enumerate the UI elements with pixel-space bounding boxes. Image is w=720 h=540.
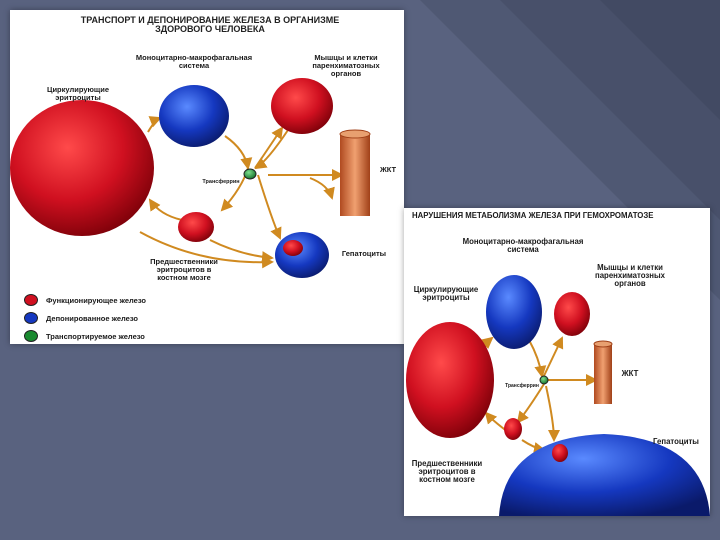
- label-gi-tract: ЖКТ: [616, 370, 644, 378]
- precursors-node: [178, 212, 214, 242]
- muscles-cells-node: [554, 292, 590, 336]
- hemochromatosis-diagram-title: НАРУШЕНИЯ МЕТАБОЛИЗМА ЖЕЛЕЗА ПРИ ГЕМОХРО…: [412, 212, 702, 220]
- circulating-erythrocytes-node: [10, 100, 154, 236]
- legend-functioning-iron: Функционирующее железо: [24, 294, 146, 306]
- arrow-monocyte-to-transferrin: [225, 136, 248, 168]
- label-transferrin: Трансферрин: [502, 384, 542, 389]
- label-hepatocytes: Гепатоциты: [332, 250, 396, 258]
- label-precursors: Предшественники эритроцитов в костном мо…: [134, 258, 234, 282]
- arrow-precursors-to-rbc: [150, 200, 182, 220]
- gi-tract-node: [594, 344, 612, 404]
- label-transferrin: Трансферрин: [196, 180, 246, 186]
- arrow-muscles-to-transferrin: [256, 130, 288, 168]
- healthy-diagram-title: ТРАНСПОРТ И ДЕПОНИРОВАНИЕ ЖЕЛЕЗА В ОРГАН…: [50, 16, 370, 35]
- hepatocyte-iron-node: [552, 444, 568, 462]
- arrow-transferrin-to-hepatocytes: [258, 175, 280, 238]
- legend-deposited-iron-text: Депонированное железо: [46, 314, 138, 323]
- arrow-gi-loss: [310, 178, 332, 198]
- hepatocyte-iron-node: [283, 240, 303, 256]
- arrow-transferrin-to-muscles: [255, 128, 282, 168]
- circulating-erythrocytes-node: [406, 322, 494, 438]
- arrow-rbc-to-monocyte: [148, 118, 160, 132]
- legend-functioning-iron-text: Функционирующее железо: [46, 296, 146, 305]
- arrow-precursors-to-hepatocytes: [210, 240, 272, 258]
- label-circulating-erythrocytes: Циркулирующие эритроциты: [30, 86, 126, 102]
- muscles-cells-node: [271, 78, 333, 134]
- monocyte-system-node: [486, 275, 542, 349]
- transferrin-node: [540, 376, 548, 384]
- hemochromatosis-iron-diagram: НАРУШЕНИЯ МЕТАБОЛИЗМА ЖЕЛЕЗА ПРИ ГЕМОХРО…: [404, 208, 710, 516]
- transferrin-node: [244, 169, 256, 179]
- legend-deposited-iron: Депонированное железо: [24, 312, 138, 324]
- arrow-transferrin-to-precursors: [518, 384, 544, 422]
- label-muscles-cells: Мышцы и клетки паренхиматозных органов: [296, 54, 396, 78]
- hemochromatosis-arrows: [480, 338, 596, 450]
- label-precursors: Предшественники эритроцитов в костном мо…: [406, 460, 488, 485]
- gi-tract-top: [594, 341, 612, 347]
- legend-transported-iron-text: Транспортируемое железо: [46, 332, 145, 341]
- label-monocyte-system: Моноцитарно-макрофагальная система: [114, 54, 274, 70]
- arrow-monocyte-to-transferrin: [529, 340, 542, 376]
- label-hepatocytes: Гепатоциты: [646, 438, 706, 446]
- label-gi-tract: ЖКТ: [374, 166, 402, 174]
- arrow-transferrin-to-muscles: [542, 338, 562, 380]
- label-muscles-cells: Мышцы и клетки паренхиматозных органов: [580, 264, 680, 289]
- arrow-transferrin-to-hepatocytes: [546, 386, 554, 440]
- monocyte-system-node: [159, 85, 229, 147]
- gi-tract-node: [340, 134, 370, 216]
- hepatocytes-node: [275, 232, 329, 278]
- green-circle-icon: [24, 330, 38, 342]
- precursors-node: [504, 418, 522, 440]
- red-circle-icon: [24, 294, 38, 306]
- gi-tract-top: [340, 130, 370, 138]
- hepatocytes-node: [499, 434, 710, 516]
- label-circulating-erythrocytes: Циркулирующие эритроциты: [406, 286, 486, 302]
- healthy-iron-transport-diagram: ТРАНСПОРТ И ДЕПОНИРОВАНИЕ ЖЕЛЕЗА В ОРГАН…: [10, 10, 404, 344]
- legend-transported-iron: Транспортируемое железо: [24, 330, 145, 342]
- blue-circle-icon: [24, 312, 38, 324]
- label-monocyte-system: Моноцитарно-макрофагальная система: [448, 238, 598, 254]
